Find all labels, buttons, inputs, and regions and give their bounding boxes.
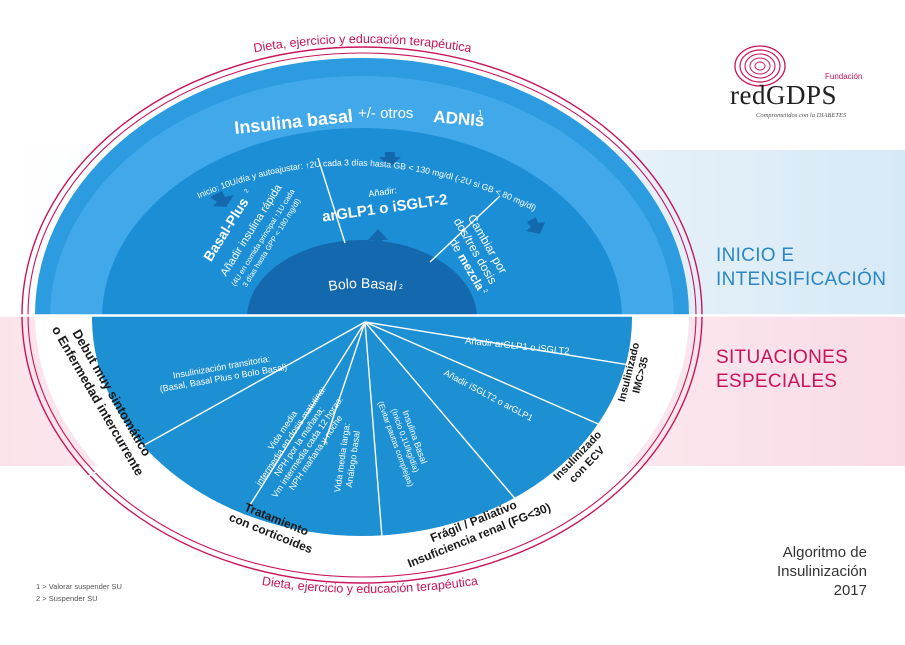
bolo-core [247, 240, 477, 315]
basal-plus-sup: 2 [244, 188, 251, 195]
footnote-1: 1 > Valorar suspender SU [36, 582, 122, 591]
algoritmo-line2: Insulinización [776, 563, 867, 580]
situaciones-label: SITUACIONES ESPECIALES [716, 346, 848, 394]
anadir-label: Añadir: [368, 185, 398, 199]
arrow-icon [379, 152, 401, 167]
lower-dividers [59, 321, 643, 576]
arrow-icon [368, 229, 388, 248]
arrow-icon [418, 270, 433, 287]
cambiar-sup: 2 [481, 288, 488, 294]
arrow-icon [526, 217, 545, 234]
upper-arrows [210, 152, 545, 287]
adnis-text: ADNIs [433, 107, 485, 130]
algoritmo-title: Algoritmo de Insulinización 2017 [777, 543, 867, 600]
imc-group: Insulinizado IMC>35 [616, 341, 651, 403]
logo-name: redGDPS [730, 80, 838, 110]
cambiar-line3a: de [446, 236, 465, 255]
logo-mark-icon [734, 45, 786, 87]
situ-line1: SITUACIONES [716, 347, 849, 368]
algoritmo-line1: Algoritmo de [782, 544, 867, 561]
upper-middle-ellipse [102, 128, 622, 315]
footnote-2: 2 > Suspender SU [36, 594, 98, 603]
algoritmo-line3: 2017 [833, 582, 867, 599]
logo-tagline: Comprometidos con la DIABETES [756, 112, 847, 119]
divider-upper-2 [429, 195, 501, 263]
inicio-label: INICIO E INTENSIFICACIÓN [716, 244, 886, 292]
basal-plus-text: +/- otros [358, 105, 413, 122]
logo-fundacion: Fundación [825, 72, 863, 81]
divider-upper-1 [317, 157, 346, 244]
arrow-icon [210, 191, 234, 207]
bolo-basal-label: Bolo Basal [327, 275, 398, 294]
inicio-line1: INICIO E [716, 245, 795, 266]
inicio-line2: INTENSIFICACIÓN [716, 269, 887, 290]
lower-inner-ellipse [92, 316, 632, 536]
adnis-sup: 1 [478, 109, 483, 118]
ring-text-top: Dieta, ejercicio y educación terapéutica [252, 32, 472, 55]
bolo-sup: 2 [399, 284, 403, 291]
arrow-icon [293, 264, 315, 280]
situ-line2: ESPECIALES [716, 371, 838, 392]
